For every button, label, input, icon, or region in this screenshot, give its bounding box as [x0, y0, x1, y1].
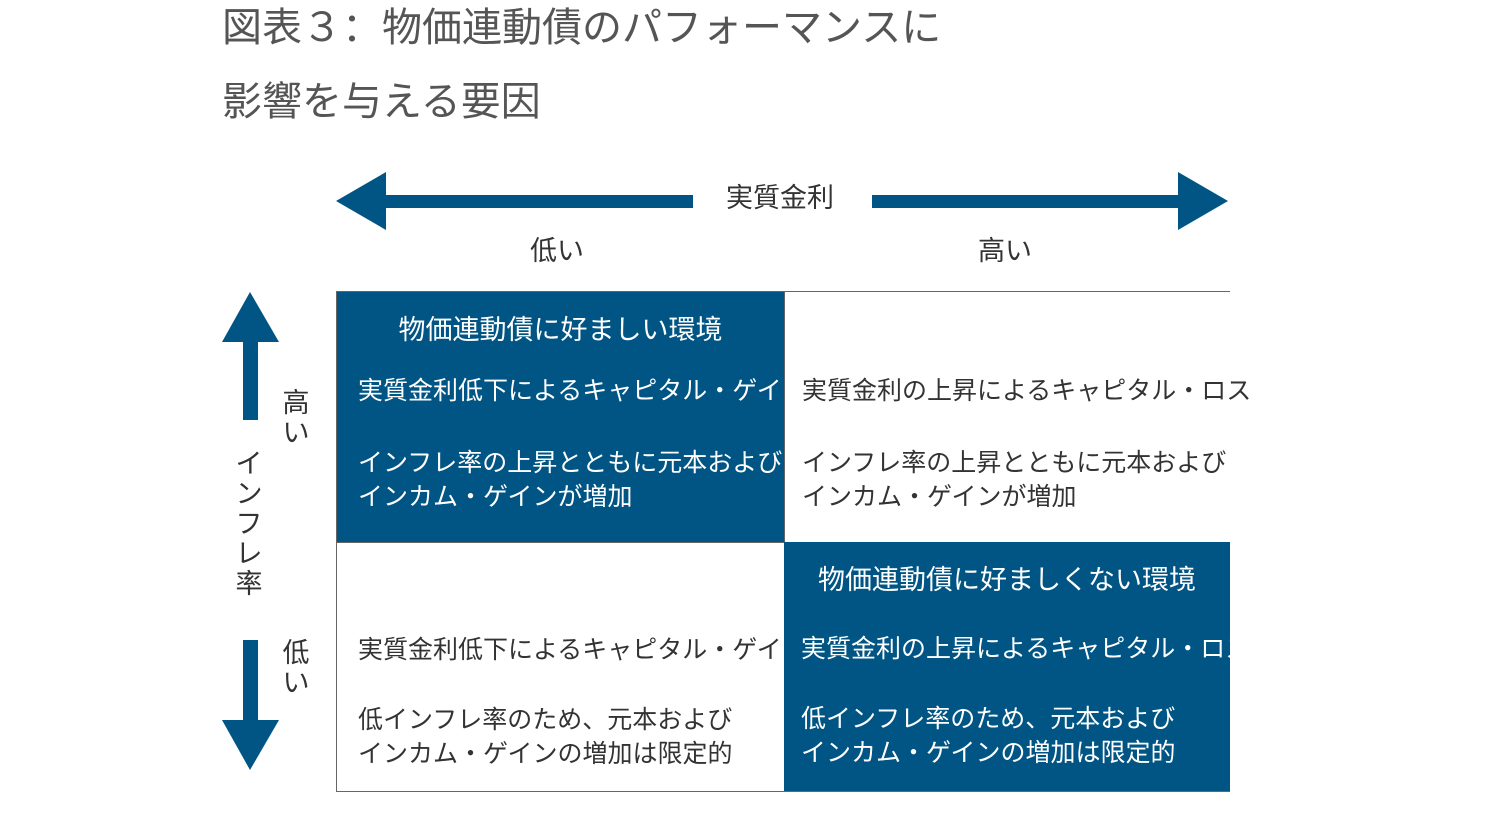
arrow-down-icon	[222, 640, 279, 770]
y-axis-title-char: フ	[235, 509, 263, 540]
y-axis-high-char: い	[282, 418, 310, 449]
quadrant-inflation-text: インフレ率の上昇とともに元本および インカム・ゲインが増加	[358, 446, 782, 514]
page-title-line-2: 影響を与える要因	[222, 79, 541, 125]
y-axis-title-char: イ	[235, 449, 263, 480]
quadrant-capital-text: 実質金利の上昇によるキャピタル・ロス	[801, 634, 1251, 663]
quadrant-inflation-text: 低インフレ率のため、元本および インカム・ゲインの増加は限定的	[801, 702, 1176, 770]
quadrant-inflation-line: 低インフレ率のため、元本および	[358, 705, 733, 734]
y-axis-high-char: 高	[282, 388, 310, 419]
page-title-line-1: 図表３：物価連動債のパフォーマンスに	[222, 5, 942, 51]
quadrant-inflation-text: 低インフレ率のため、元本および インカム・ゲインの増加は限定的	[358, 703, 733, 771]
y-axis-low-label: 低 い	[281, 640, 311, 700]
quadrant-inflation-line: インフレ率の上昇とともに元本および	[802, 448, 1227, 477]
x-axis-title: 実質金利	[726, 183, 834, 214]
quadrant-grid: 物価連動債に好ましい環境 実質金利低下によるキャピタル・ゲイン インフレ率の上昇…	[336, 291, 1251, 792]
quadrant-capital-text: 実質金利低下によるキャピタル・ゲイン	[358, 376, 807, 405]
y-axis-low-char: い	[282, 668, 310, 699]
quadrant-inflation-line: インフレ率の上昇とともに元本および	[358, 448, 783, 477]
quadrant-bottom-left: 実質金利低下によるキャピタル・ゲイン 低インフレ率のため、元本および インカム・…	[337, 542, 807, 791]
quadrant-inflation-line: インカム・ゲインの増加は限定的	[358, 739, 733, 768]
y-axis-low-char: 低	[282, 638, 310, 669]
quadrant-capital-text: 実質金利の上昇によるキャピタル・ロス	[802, 376, 1252, 405]
quadrant-top-left: 物価連動債に好ましい環境 実質金利低下によるキャピタル・ゲイン インフレ率の上昇…	[337, 292, 807, 542]
y-axis-high-label: 高 い	[281, 390, 311, 450]
y-axis-title-char: レ	[235, 539, 263, 570]
quadrant-top-right: 実質金利の上昇によるキャピタル・ロス インフレ率の上昇とともに元本および インカ…	[784, 292, 1251, 542]
quadrant-inflation-line: インカム・ゲインの増加は限定的	[801, 738, 1176, 767]
y-axis-title-char: 率	[235, 569, 263, 600]
quadrant-inflation-text: インフレ率の上昇とともに元本および インカム・ゲインが増加	[802, 446, 1226, 514]
quadrant-inflation-line: 低インフレ率のため、元本および	[801, 704, 1176, 733]
arrow-up-icon	[222, 292, 279, 420]
arrow-right-icon	[872, 172, 1228, 230]
quadrant-inflation-line: インカム・ゲインが増加	[358, 482, 633, 511]
x-axis-high-label: 高い	[978, 236, 1032, 267]
y-axis-title: イ ン フ レ 率	[234, 451, 264, 601]
quadrant-heading-favorable: 物価連動債に好ましい環境	[398, 315, 723, 346]
quadrant-inflation-line: インカム・ゲインが増加	[802, 482, 1077, 511]
x-axis-low-label: 低い	[530, 236, 584, 267]
quadrant-bottom-right: 物価連動債に好ましくない環境 実質金利の上昇によるキャピタル・ロス 低インフレ率…	[784, 542, 1250, 791]
quadrant-capital-text: 実質金利低下によるキャピタル・ゲイン	[358, 635, 807, 664]
quadrant-heading-unfavorable: 物価連動債に好ましくない環境	[818, 565, 1196, 596]
arrow-left-icon	[336, 172, 693, 230]
y-axis-title-char: ン	[235, 479, 263, 510]
